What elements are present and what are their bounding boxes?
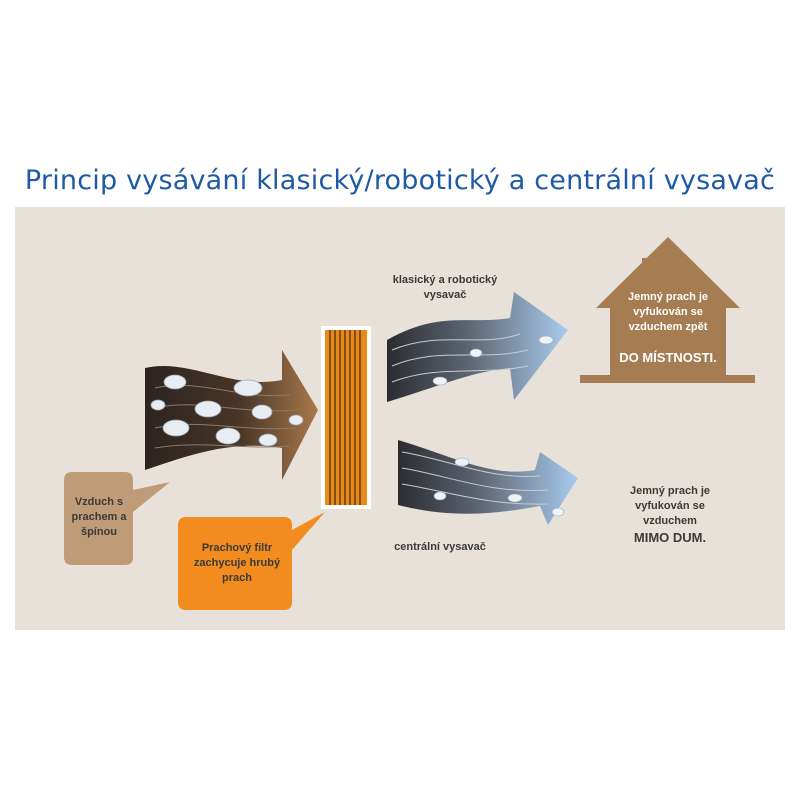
diagram-title: Princip vysávání klasický/robotický a ce… (24, 165, 776, 196)
classic-output-arrow (387, 292, 568, 402)
dirty-air-text: Vzduch s prachem a špínou (71, 496, 127, 538)
dust-clouds (150, 374, 304, 447)
central-vacuum-label: centrální vysavač (394, 541, 486, 553)
dirty-air-arrow (145, 350, 318, 480)
outside-emphasis: MIMO DUM. (633, 530, 707, 545)
house-text: Jemný prach je vyfukován se vzduchem zpě… (627, 291, 709, 333)
filter-text: Prachový filtr zachycuje hrubý prach (193, 542, 281, 584)
house-emphasis: DO MÍSTNOSTI. (619, 350, 717, 365)
dust-filter (321, 326, 371, 509)
house-shape (580, 237, 755, 383)
dirty-air-bubble (64, 472, 170, 565)
central-output-arrow (398, 440, 578, 525)
filter-bubble (178, 512, 325, 610)
outside-text: Jemný prach je vyfukován se vzduchem (629, 485, 711, 527)
classic-vacuum-label: klasický a robotický vysavač (392, 274, 498, 301)
